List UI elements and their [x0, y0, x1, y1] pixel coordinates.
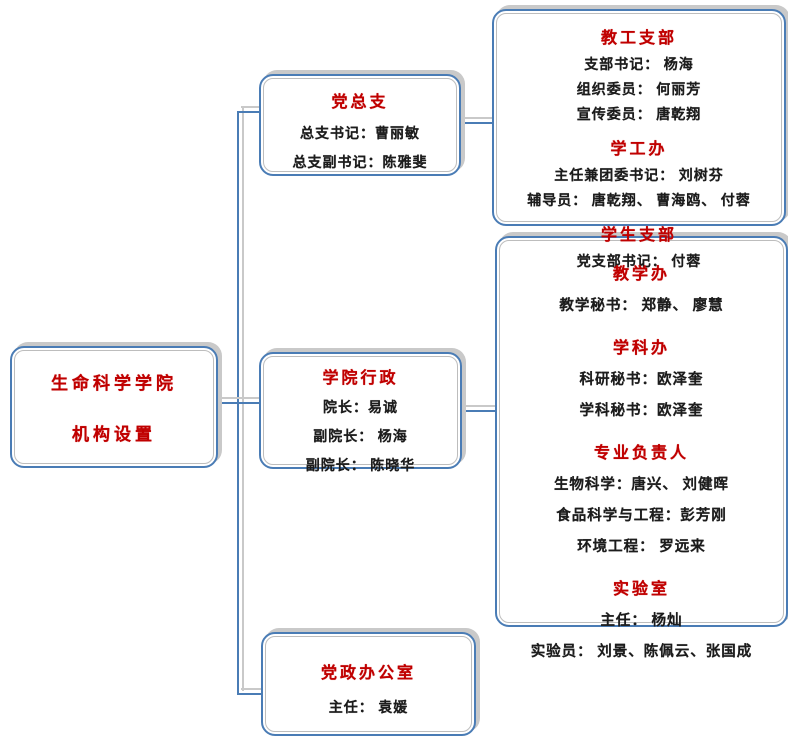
program-leaders-title: 专业负责人 — [593, 445, 689, 462]
student-branch-title: 学生支部 — [600, 227, 677, 244]
administration-title: 学院行政 — [322, 370, 399, 387]
program-leaders-line: 食品科学与工程：彭芳刚 — [556, 508, 727, 524]
connector-trunk-to-party-office — [237, 693, 264, 695]
student-affairs-title: 学工办 — [610, 141, 668, 158]
connector-party-branch-to-right-top — [456, 122, 494, 124]
discipline-office-line: 学科秘书：欧泽奎 — [579, 403, 704, 419]
laboratory-title: 实验室 — [612, 581, 670, 598]
program-leaders-line: 生物科学：唐兴、 刘健晖 — [553, 477, 730, 493]
administration-line: 副院长： 陈晓华 — [305, 458, 416, 474]
administration-line: 院长：易诚 — [323, 400, 398, 416]
party-branch-line: 总支书记：曹丽敏 — [300, 126, 420, 142]
node-administration: 学院行政 院长：易诚 副院长： 杨海 副院长： 陈晓华 — [259, 352, 462, 474]
student-affairs-line: 主任兼团委书记： 刘树芬 — [554, 168, 724, 184]
staff-branch-line: 组织委员： 何丽芳 — [576, 82, 702, 98]
student-branch-line: 党支部书记： 付蓉 — [576, 254, 702, 270]
connector-trunk-to-party-branch — [237, 111, 262, 113]
node-party-office: 党政办公室 主任： 袁媛 — [261, 632, 476, 736]
node-party-branch: 党总支 总支书记：曹丽敏 总支副书记：陈雅斐 — [259, 74, 461, 176]
discipline-office-title: 学科办 — [612, 340, 670, 357]
teaching-office-title: 教学办 — [612, 266, 670, 283]
party-branch-line: 总支副书记：陈雅斐 — [292, 155, 428, 171]
root-title-line1: 生命科学学院 — [51, 374, 177, 393]
staff-branch-line: 宣传委员： 唐乾翔 — [576, 107, 702, 123]
student-affairs-line: 辅导员： 唐乾翔、 曹海鸥、 付蓉 — [527, 193, 751, 209]
party-office-title: 党政办公室 — [320, 664, 416, 682]
node-right-bottom: 教学办 教学秘书： 郑静、 廖慧 学科办 科研秘书：欧泽奎 学科秘书：欧泽奎 专… — [495, 236, 788, 660]
program-leaders-line: 环境工程： 罗远来 — [577, 539, 706, 555]
administration-line: 副院长： 杨海 — [313, 429, 408, 445]
connector-administration-to-right-bottom — [457, 410, 497, 412]
node-root: 生命科学学院 机构设置 — [10, 346, 218, 468]
laboratory-line: 主任： 杨灿 — [600, 613, 683, 629]
party-office-line: 主任： 袁媛 — [328, 700, 409, 716]
root-title-line2: 机构设置 — [72, 425, 156, 444]
party-branch-title: 党总支 — [331, 94, 389, 111]
node-right-top: 教工支部 支部书记： 杨海 组织委员： 何丽芳 宣传委员： 唐乾翔 学工办 主任… — [492, 9, 786, 270]
staff-branch-line: 支部书记： 杨海 — [584, 57, 694, 73]
laboratory-line: 实验员： 刘景、陈佩云、张国成 — [530, 644, 753, 660]
discipline-office-line: 科研秘书：欧泽奎 — [579, 372, 704, 388]
staff-branch-title: 教工支部 — [600, 30, 677, 47]
teaching-office-line: 教学秘书： 郑静、 廖慧 — [559, 298, 724, 314]
connector-root-to-administration — [213, 402, 262, 404]
